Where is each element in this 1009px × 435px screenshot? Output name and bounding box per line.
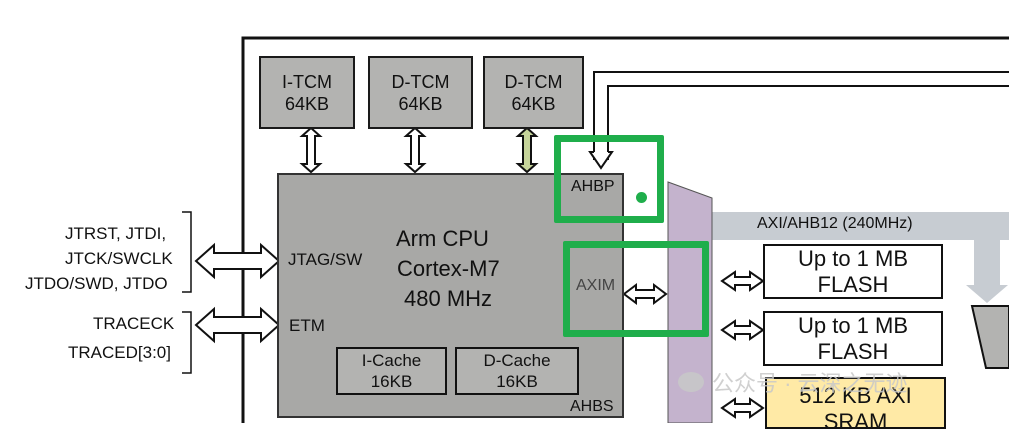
ahbp-bus-inner xyxy=(607,85,1009,160)
axim-arrow xyxy=(622,283,668,305)
watermark-text: 公众号 · 云深之无迹 xyxy=(712,371,908,396)
cpu-frequency: 480 MHz xyxy=(404,286,493,311)
dcache-name: D-Cache xyxy=(483,351,551,370)
jtag-arrow xyxy=(194,242,281,280)
trace-signal-line-2: TRACED[3:0] xyxy=(68,343,171,362)
flash1-type: FLASH xyxy=(817,271,889,297)
dcache-size: 16KB xyxy=(496,372,538,391)
axi-ahb-bus-band xyxy=(712,212,1009,303)
sram-size: 512 KB AXI xyxy=(799,383,912,408)
flash2-type: FLASH xyxy=(817,338,889,364)
itcm-box: I-TCM 64KB xyxy=(259,56,355,129)
itcm-name: I-TCM xyxy=(282,71,332,92)
ahbp-bus-outer xyxy=(593,71,1009,160)
dtcm1-name: D-TCM xyxy=(391,71,450,92)
dtcm2-box: D-TCM 64KB xyxy=(483,56,584,129)
jtag-port-label: JTAG/SW xyxy=(288,250,363,269)
dtcm2-arrow xyxy=(515,126,539,174)
dtcm1-box: D-TCM 64KB xyxy=(368,56,473,129)
ahbp-arrow-head xyxy=(588,151,614,170)
flash1-arrow xyxy=(720,270,765,292)
ahbp-highlight xyxy=(554,135,664,223)
dtcm2-size: 64KB xyxy=(511,93,556,114)
trace-signal-line-1: TRACECK xyxy=(93,314,175,333)
cpu-model: Cortex-M7 xyxy=(397,256,500,281)
jtag-signal-line-2: JTCK/SWCLK xyxy=(65,249,173,268)
axim-port-label: AXIM xyxy=(576,277,616,294)
dtcm1-size: 64KB xyxy=(398,93,443,114)
flash1-size: Up to 1 MB xyxy=(797,245,909,271)
jtag-signal-line-3: JTDO/SWD, JTDO xyxy=(25,274,168,293)
watermark: 公众号 · 云深之无迹 xyxy=(678,366,908,398)
sram-arrow xyxy=(720,397,765,419)
etm-arrow xyxy=(194,306,281,344)
icache-box: I-Cache 16KB xyxy=(336,347,447,395)
wechat-icon xyxy=(678,372,704,392)
etm-port-label: ETM xyxy=(289,316,325,335)
cpu-title: Arm CPU xyxy=(396,226,489,251)
flash2-arrow xyxy=(720,319,765,341)
flash2-size: Up to 1 MB xyxy=(797,312,909,338)
sram-box: 512 KB AXI SRAM xyxy=(765,377,946,434)
trace-bracket xyxy=(182,311,192,374)
icache-size: 16KB xyxy=(370,372,413,391)
jtag-bracket xyxy=(182,211,192,293)
bus-label: AXI/AHB12 (240MHz) xyxy=(757,215,913,232)
ahbp-port-label: AHBP xyxy=(571,178,615,195)
dcache-box: D-Cache 16KB xyxy=(455,347,579,395)
flash2-box: Up to 1 MB FLASH xyxy=(763,311,943,366)
icache-name: I-Cache xyxy=(361,351,422,370)
itcm-size: 64KB xyxy=(284,93,330,114)
jtag-signal-line-1: JTRST, JTDI, xyxy=(65,224,167,243)
ahbs-port-label: AHBS xyxy=(570,398,614,415)
chip-border xyxy=(241,36,1009,423)
sram-type: SRAM xyxy=(823,409,888,434)
highlight-dot xyxy=(636,192,647,203)
axim-highlight xyxy=(563,241,709,337)
right-controller xyxy=(970,305,1009,369)
flash1-box: Up to 1 MB FLASH xyxy=(763,244,943,299)
dtcm1-arrow xyxy=(403,126,427,174)
dtcm2-name: D-TCM xyxy=(504,71,563,92)
itcm-arrow xyxy=(299,126,323,174)
